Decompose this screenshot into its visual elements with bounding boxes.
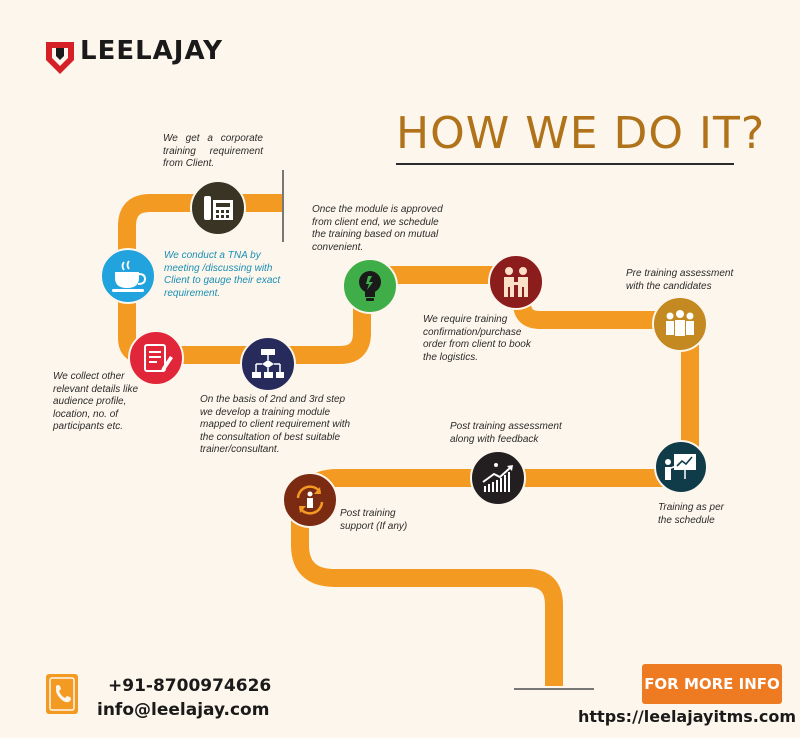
step-10-text: Post training support (If any) xyxy=(340,508,408,532)
step-2-text: We conduct a TNA by meeting /discussing … xyxy=(164,250,281,299)
notepad-icon xyxy=(128,330,184,386)
step-9-text: Post training assessment along with feed… xyxy=(450,421,562,445)
leelajay-logo-icon xyxy=(46,42,74,74)
brand-name: LEELAJAY xyxy=(80,36,223,66)
step-6-text: We require training confirmation/purchas… xyxy=(423,314,531,363)
group-icon xyxy=(652,296,708,352)
coffee-cup-icon xyxy=(100,248,156,304)
lightbulb-icon xyxy=(342,258,398,314)
flowchart-icon xyxy=(240,336,296,392)
contact-email[interactable]: info@leelajay.com xyxy=(97,700,270,720)
presentation-board-icon xyxy=(654,440,708,494)
step-8-text: Training as per the schedule xyxy=(658,502,724,526)
step-4-text: On the basis of 2nd and 3rd step we deve… xyxy=(200,394,351,455)
contact-phone[interactable]: +91-8700974626 xyxy=(108,676,272,696)
fax-phone-icon xyxy=(190,180,246,236)
step-3-text: We collect other relevant details like a… xyxy=(53,371,139,432)
phone-book-icon xyxy=(46,674,78,714)
page-title: HOW WE DO IT? xyxy=(396,108,766,159)
step-7-text: Pre training assessment with the candida… xyxy=(626,268,734,292)
growth-chart-icon xyxy=(470,450,526,506)
handshake-icon xyxy=(488,254,544,310)
step-1-text: We get a corporate training requirement … xyxy=(163,133,263,169)
title-underline xyxy=(396,163,734,165)
more-info-button[interactable]: FOR MORE INFO xyxy=(642,664,782,704)
website-link[interactable]: https://leelajayitms.com xyxy=(578,707,796,726)
step-5-text: Once the module is approved from client … xyxy=(312,204,443,253)
support-cycle-icon xyxy=(282,472,338,528)
